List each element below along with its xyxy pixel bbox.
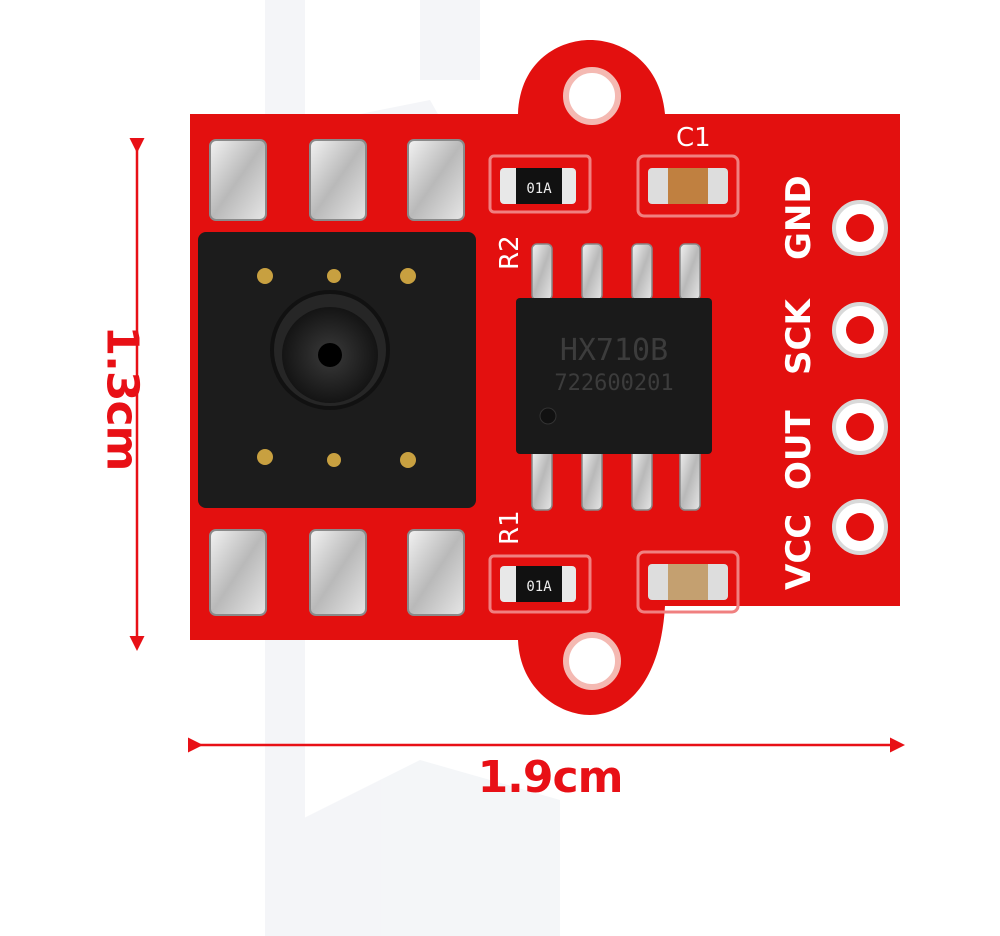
sensor-pads-top [209,139,465,221]
c1-label: C1 [676,123,711,153]
c2-label: C2 [669,633,699,668]
chip-code: 722600201 [554,371,673,396]
pressure-sensor-icon [198,232,476,508]
resistor-r1-marking: 01A [526,579,552,595]
sensor-pads-bottom [209,529,465,616]
pin-label-sck: SCK [779,298,819,375]
capacitor-c2 [636,550,740,614]
r1-label: R1 [495,510,525,545]
chip-model: HX710B [560,333,668,368]
pin-label-gnd: GND [779,175,819,260]
pin-label-out: OUT [779,409,819,490]
capacitor-c1 [636,154,740,218]
r2-label: R2 [495,235,525,270]
height-dimension-label: 1.3cm [96,325,148,471]
resistor-r2-marking: 01A [526,181,552,197]
resistor-r1: 01A [488,554,592,614]
pin-label-vcc: VCC [779,514,819,590]
resistor-r2: 01A [488,154,592,214]
mounting-hole [563,67,621,690]
width-dimension-label: 1.9cm [477,752,624,803]
ic-chip: HX710B 722600201 [516,243,712,511]
